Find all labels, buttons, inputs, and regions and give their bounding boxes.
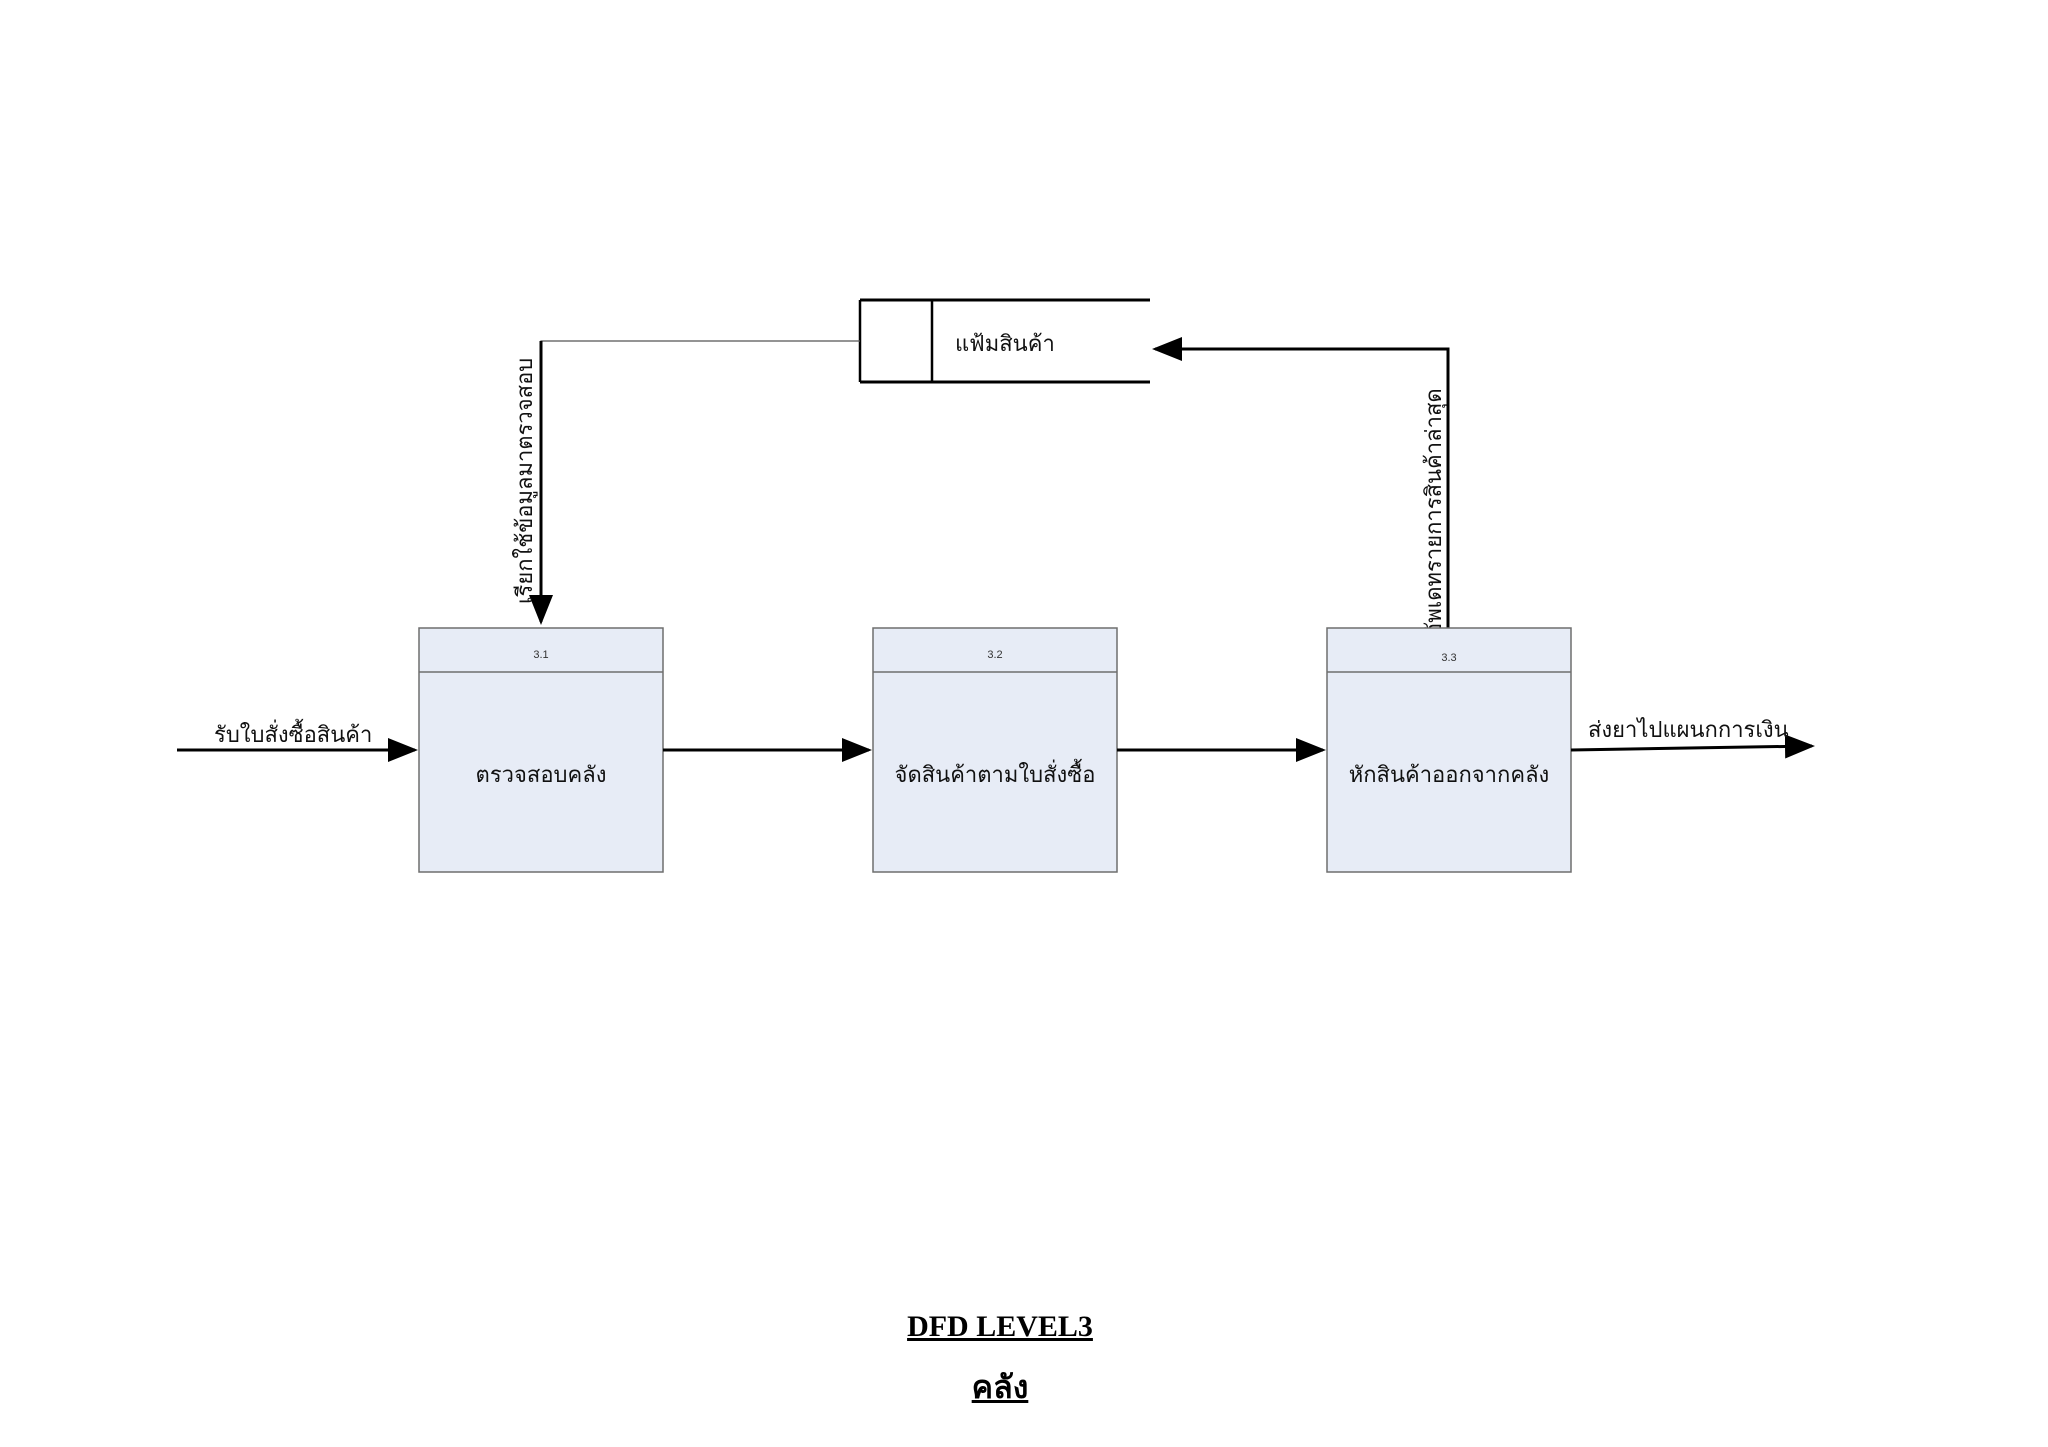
- diagram-title: DFD LEVEL3: [907, 1310, 1093, 1343]
- data-store-label: แฟ้มสินค้า: [955, 332, 1055, 357]
- process-3-2[interactable]: 3.2 จัดสินค้าตามใบสั่งซื้อ: [872, 627, 1118, 873]
- diagram-subtitle: คลัง: [971, 1369, 1029, 1405]
- process-name: ตรวจสอบคลัง: [476, 763, 607, 788]
- process-name: จัดสินค้าตามใบสั่งซื้อ: [895, 759, 1096, 788]
- process-3-3[interactable]: 3.3 หักสินค้าออกจากคลัง: [1326, 627, 1572, 873]
- flow-output: ส่งยาไปแผนกการเงิน: [1570, 717, 1815, 759]
- process-3-1[interactable]: 3.1 ตรวจสอบคลัง: [418, 627, 664, 873]
- flow-label-update-store: อัพเดทรายการสินค้าล่าสุด: [1422, 388, 1447, 636]
- flow-label-output: ส่งยาไปแผนกการเงิน: [1588, 717, 1789, 743]
- flow-label-read-store: เรียกใช้ข้อมูลมาตรวจสอบ: [512, 358, 538, 604]
- flow-input: รับใบสั่งซื้อสินค้า: [177, 719, 418, 762]
- process-name: หักสินค้าออกจากคลัง: [1349, 763, 1550, 788]
- flow-update-store: อัพเดทรายการสินค้าล่าสุด: [1152, 337, 1450, 636]
- process-number: 3.3: [1441, 652, 1456, 664]
- flow-label-input: รับใบสั่งซื้อสินค้า: [214, 719, 372, 748]
- process-number: 3.2: [987, 649, 1002, 661]
- process-number: 3.1: [533, 649, 548, 661]
- flow-read-store: เรียกใช้ข้อมูลมาตรวจสอบ: [512, 340, 860, 625]
- data-store[interactable]: แฟ้มสินค้า: [858, 298, 1150, 384]
